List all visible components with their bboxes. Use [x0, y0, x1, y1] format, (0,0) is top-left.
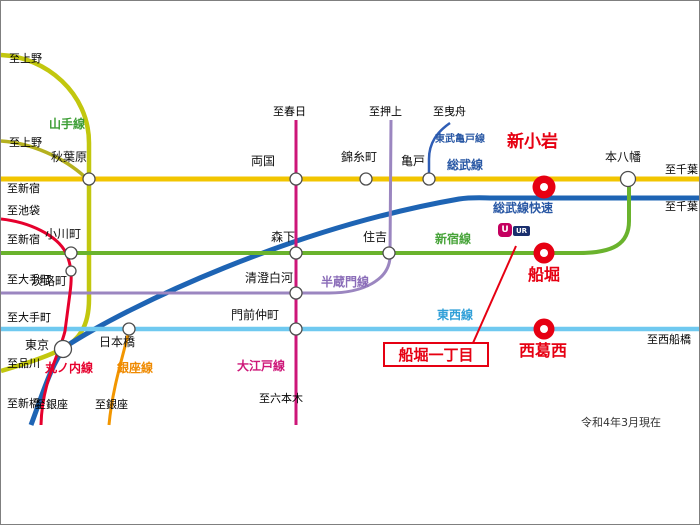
- station-label-ogawamachi: 小川町: [45, 227, 82, 241]
- station-marker-ogawamachi: [64, 246, 78, 260]
- station-label-akihabara: 秋葉原: [51, 150, 88, 164]
- edge-label-ueno-1: 至上野: [9, 52, 42, 65]
- edge-label-kasuga: 至春日: [273, 105, 306, 118]
- station-marker-sumiyoshi: [382, 246, 396, 260]
- edge-label-roppongi: 至六本木: [259, 392, 303, 405]
- edge-label-shinjuku-toei: 至新宿: [7, 233, 40, 246]
- edge-label-ueno-2: 至上野: [9, 136, 42, 149]
- edge-label-ikebukuro: 至池袋: [7, 204, 40, 217]
- hanzomon-line: [1, 119, 393, 295]
- edge-label-otemachi-2: 至大手町: [7, 311, 51, 324]
- edge-label-hikifune: 至曳舟: [433, 105, 466, 118]
- station-marker-kiyosumi: [289, 286, 303, 300]
- station-marker-ryogoku: [289, 172, 303, 186]
- station-label-ryogoku: 両国: [251, 154, 276, 168]
- station-marker-nihombashi: [122, 322, 136, 336]
- line-label-yamanote: 山手線: [49, 117, 86, 131]
- station-marker-akihabara: [82, 172, 96, 186]
- station-marker-monzen: [289, 322, 303, 336]
- station-marker-tokyo: [53, 339, 73, 359]
- station-label-kameido: 亀戸: [401, 154, 426, 168]
- station-label-morishita: 森下: [271, 230, 296, 244]
- edge-label-otemachi-1: 至大手町: [7, 273, 51, 286]
- line-label-ginza: 銀座線: [117, 361, 154, 375]
- highlight-label-nishi-kasai: 西葛西: [519, 341, 568, 360]
- station-label-monzen: 門前仲町: [231, 308, 280, 322]
- date-note: 令和4年3月現在: [581, 416, 661, 429]
- callout-leader-line: [472, 245, 517, 344]
- line-label-shinjuku: 新宿線: [435, 232, 472, 246]
- ur-logo-text: UR: [513, 226, 531, 236]
- edge-label-oshiage: 至押上: [369, 105, 402, 118]
- edge-label-chiba-2: 至千葉: [665, 200, 698, 213]
- line-label-hanzomon: 半蔵門線: [321, 275, 370, 289]
- station-marker-kinshicho: [359, 172, 373, 186]
- station-label-awajicho: 淡路町: [31, 274, 68, 288]
- line-label-oedo: 大江戸線: [237, 359, 286, 373]
- station-label-tokyo: 東京: [25, 338, 50, 352]
- edge-label-nishi-funabashi: 至西船橋: [647, 333, 691, 346]
- ur-logo-mark-icon: U: [498, 223, 512, 237]
- ur-logo: U UR: [498, 223, 531, 237]
- line-label-marunouchi: 丸ノ内線: [45, 361, 94, 375]
- station-label-kiyosumi: 清澄白河: [245, 271, 294, 285]
- station-marker-shin-koiwa-inner: [540, 183, 548, 191]
- marunouchi-line: [1, 217, 73, 426]
- highlight-label-shin-koiwa: 新小岩: [507, 132, 558, 152]
- station-marker-morishita: [289, 246, 303, 260]
- line-label-tozai: 東西線: [437, 308, 474, 322]
- station-label-nihombashi: 日本橋: [99, 335, 136, 349]
- edge-label-chiba-1: 至千葉: [665, 163, 698, 176]
- edge-label-shimbashi: 至新橋: [7, 397, 40, 410]
- station-label-kinshicho: 錦糸町: [341, 150, 378, 164]
- station-marker-kameido: [422, 172, 436, 186]
- edge-label-ginza-1: 至銀座: [35, 398, 68, 411]
- highlight-label-funabori: 船堀: [528, 265, 561, 284]
- yamanote-line: [1, 52, 92, 374]
- property-callout: 船堀一丁目: [383, 342, 489, 367]
- edge-label-ginza-2: 至銀座: [95, 398, 128, 411]
- station-label-motoyawata: 本八幡: [605, 150, 642, 164]
- line-label-sobu-local: 総武線: [447, 158, 484, 172]
- line-label-sobu-rapid: 総武線快速: [493, 201, 554, 215]
- keihin-line: [1, 139, 87, 179]
- line-label-tobu-kameido: 東武亀戸線: [435, 134, 485, 145]
- edge-label-shinagawa: 至品川: [7, 357, 40, 370]
- shinjuku-line: [1, 185, 631, 255]
- station-marker-awajicho: [65, 265, 77, 277]
- station-marker-funabori-inner: [540, 249, 548, 257]
- tobu-kameido-line: [427, 121, 451, 177]
- station-marker-motoyawata: [619, 170, 637, 188]
- station-label-sumiyoshi: 住吉: [363, 230, 388, 244]
- edge-label-shinjuku-jr: 至新宿: [7, 182, 40, 195]
- ginza-line: [107, 330, 131, 426]
- station-marker-nishi-kasai-inner: [540, 325, 548, 333]
